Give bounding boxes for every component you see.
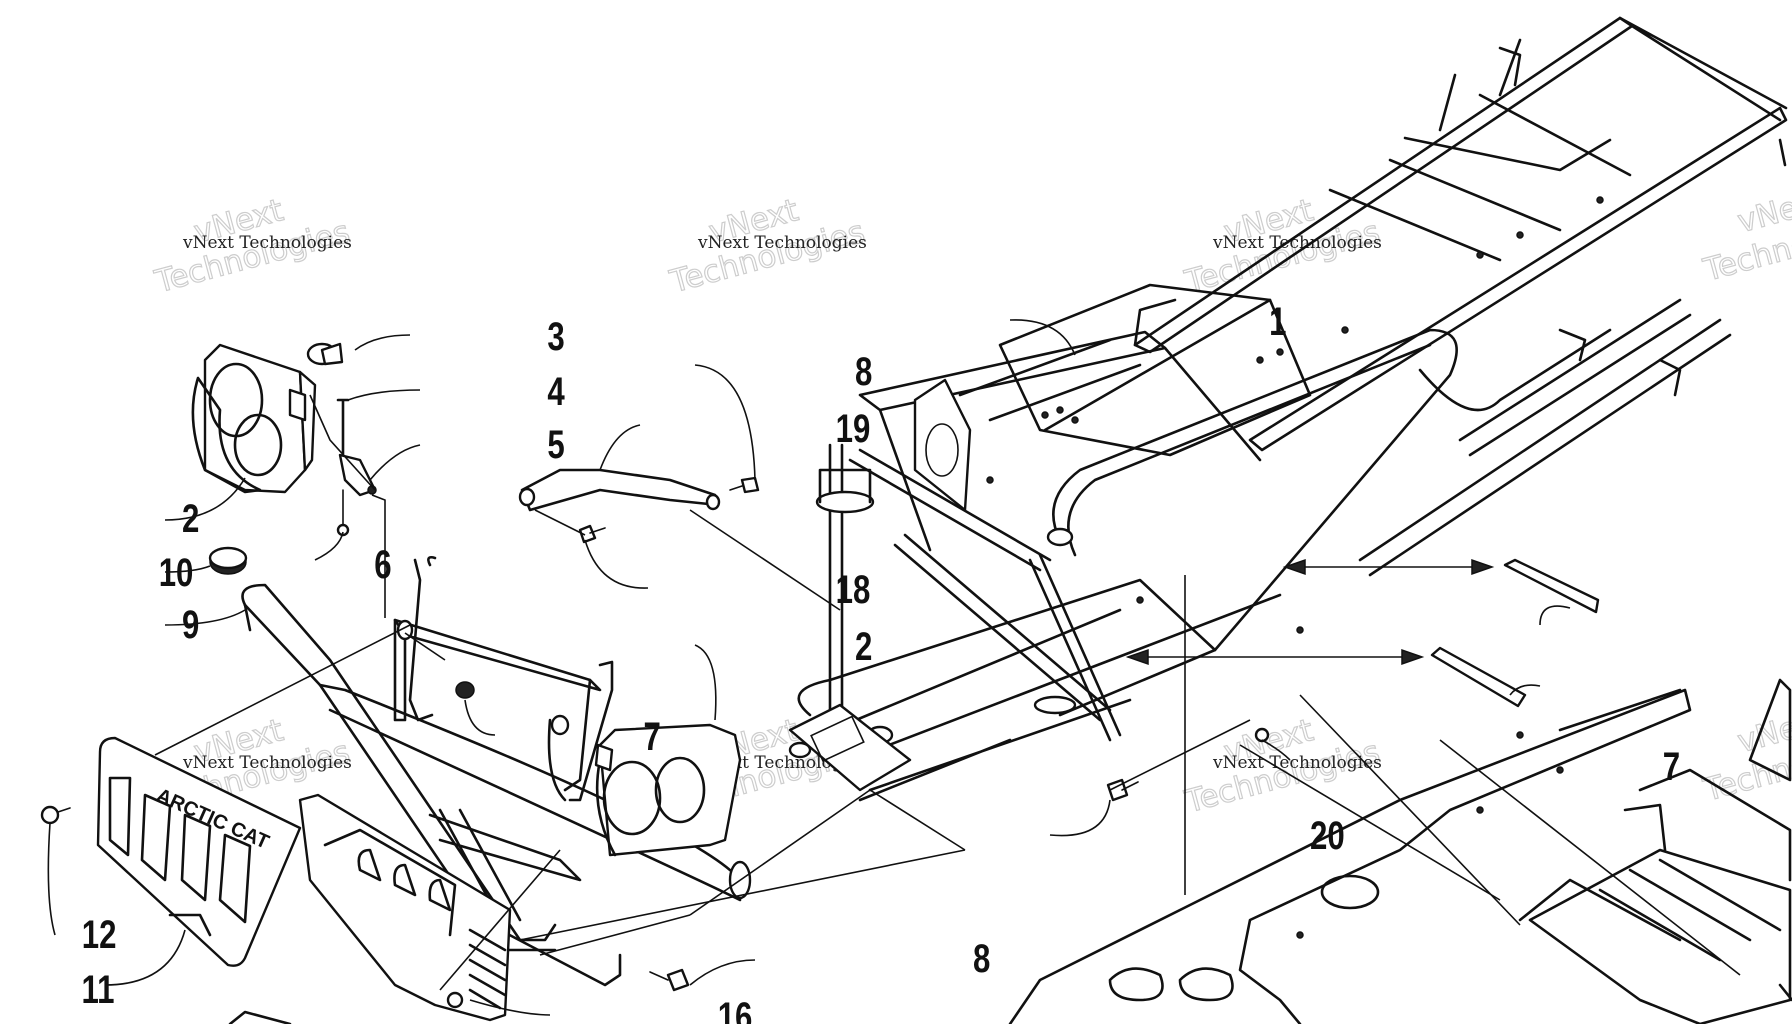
callout-2-left: 2: [182, 496, 199, 541]
bolt-8-lower: [666, 968, 690, 992]
callout-3: 3: [547, 314, 564, 359]
callout-6: 6: [374, 542, 391, 587]
assembly-lines: [154, 394, 1741, 991]
callout-7-right: 7: [1663, 744, 1680, 789]
watermark-label: vNext Technologies: [697, 233, 867, 253]
main-frame: [788, 16, 1788, 802]
frame-holes: [986, 196, 1604, 634]
footwell: [1518, 678, 1792, 1024]
strip-23: [1430, 646, 1527, 708]
bracket-5: [338, 453, 377, 497]
callout-1: 1: [1269, 299, 1286, 344]
callout-8-lower: 8: [973, 936, 990, 981]
watermark-8: vNext Technologies: [1699, 701, 1792, 809]
callout-10: 10: [159, 550, 194, 595]
rack-bracket-19: [518, 468, 721, 512]
callout-11: 11: [82, 967, 115, 1012]
bolt-4: [336, 398, 350, 462]
callout-2-middle: 2: [855, 624, 872, 669]
callout-numbers: 1 2 2 3 4 5 6 7 7 8 8 9 10 11 12 16 18 1…: [82, 299, 1681, 1024]
lower-left-part: [228, 1010, 292, 1024]
screw-16: [446, 991, 464, 1009]
bolt-18: [578, 524, 597, 544]
bolt-8-upper: [740, 476, 760, 494]
accent-grille: [298, 793, 512, 1022]
callout-5: 5: [547, 422, 564, 467]
headlight-middle: [594, 723, 742, 857]
callout-19: 19: [836, 406, 871, 451]
grommet-7: [455, 681, 475, 699]
callout-18: 18: [836, 567, 871, 612]
watermark-label: vNext Technologies: [1212, 753, 1382, 773]
watermark-label: vNext Technologies: [182, 233, 352, 253]
callout-7-left: 7: [643, 714, 660, 759]
screw-12: [40, 805, 60, 825]
watermark-7: vNext Technologies: [1699, 181, 1792, 289]
watermark-label: vNext Technologies: [182, 753, 352, 773]
callout-4: 4: [547, 369, 564, 414]
callout-leaders: [47, 319, 1571, 1016]
strip-22: [1503, 558, 1600, 614]
bolt-20: [1106, 778, 1129, 802]
callout-16: 16: [718, 994, 753, 1024]
skid-plate: [1008, 688, 1692, 1024]
callout-8-upper: 8: [855, 349, 872, 394]
headlight-left: [191, 343, 317, 494]
callout-20: 20: [1310, 813, 1345, 858]
watermark-label: vNext Technologies: [1212, 233, 1382, 253]
callout-9: 9: [182, 602, 199, 647]
dimension-arrows: [1125, 558, 1495, 666]
grille-panel: ARCTIC CAT: [96, 736, 302, 967]
headlight-bracket: [393, 556, 614, 802]
callout-12: 12: [82, 912, 117, 957]
screw-3: [306, 342, 344, 366]
